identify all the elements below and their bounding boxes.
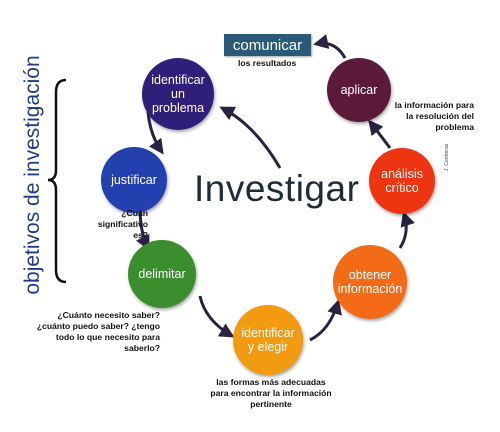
node-analisis-critico: análisis crítico: [369, 148, 435, 214]
node-label: aplicar: [340, 83, 378, 97]
justificar-note: ¿Cuán significativo es?: [97, 208, 148, 240]
arrow-delimitar-to-identificar: [198, 295, 235, 338]
comunicar-label: comunicar: [232, 36, 303, 54]
aplicar-note: la información para la resolución del pr…: [394, 100, 474, 132]
node-label: obtener información: [337, 268, 403, 296]
node-label: justificar: [111, 173, 157, 187]
node-obtener-informacion: obtener información: [333, 245, 407, 319]
node-aplicar: aplicar: [327, 58, 391, 122]
node-identificar-problema: identificar un problema: [142, 58, 214, 130]
arrow-investigar-to-identificar: [219, 106, 282, 169]
side-brace: [47, 78, 67, 284]
side-label: objetivos de investigación: [21, 55, 44, 295]
node-label: análisis crítico: [381, 167, 423, 195]
node-justificar: justificar: [101, 147, 167, 213]
node-identificar-elegir: identificar y elegir: [233, 305, 303, 375]
node-label: delimitar: [138, 267, 186, 281]
arrow-identificar-to-obtener: [309, 299, 342, 342]
arrow-obtener-to-analisis: [398, 211, 415, 249]
identificar-elegir-note: las formas más adecuadas para encontrar …: [210, 377, 332, 409]
comunicar-note: los resultados: [238, 58, 297, 68]
node-label: identificar y elegir: [241, 326, 295, 354]
arrow-aplicar-to-comunicar: [313, 34, 347, 59]
comunicar-box: comunicar: [224, 34, 311, 56]
node-label: identificar un problema: [151, 73, 205, 115]
diagram-title: Investigar: [194, 168, 360, 209]
node-delimitar: delimitar: [128, 240, 196, 308]
arrow-analisis-to-aplicar: [368, 119, 392, 149]
delimitar-note: ¿Cuánto necesito saber? ¿cuánto puedo sa…: [36, 310, 160, 353]
author-credit: J. Contreras: [444, 143, 450, 171]
